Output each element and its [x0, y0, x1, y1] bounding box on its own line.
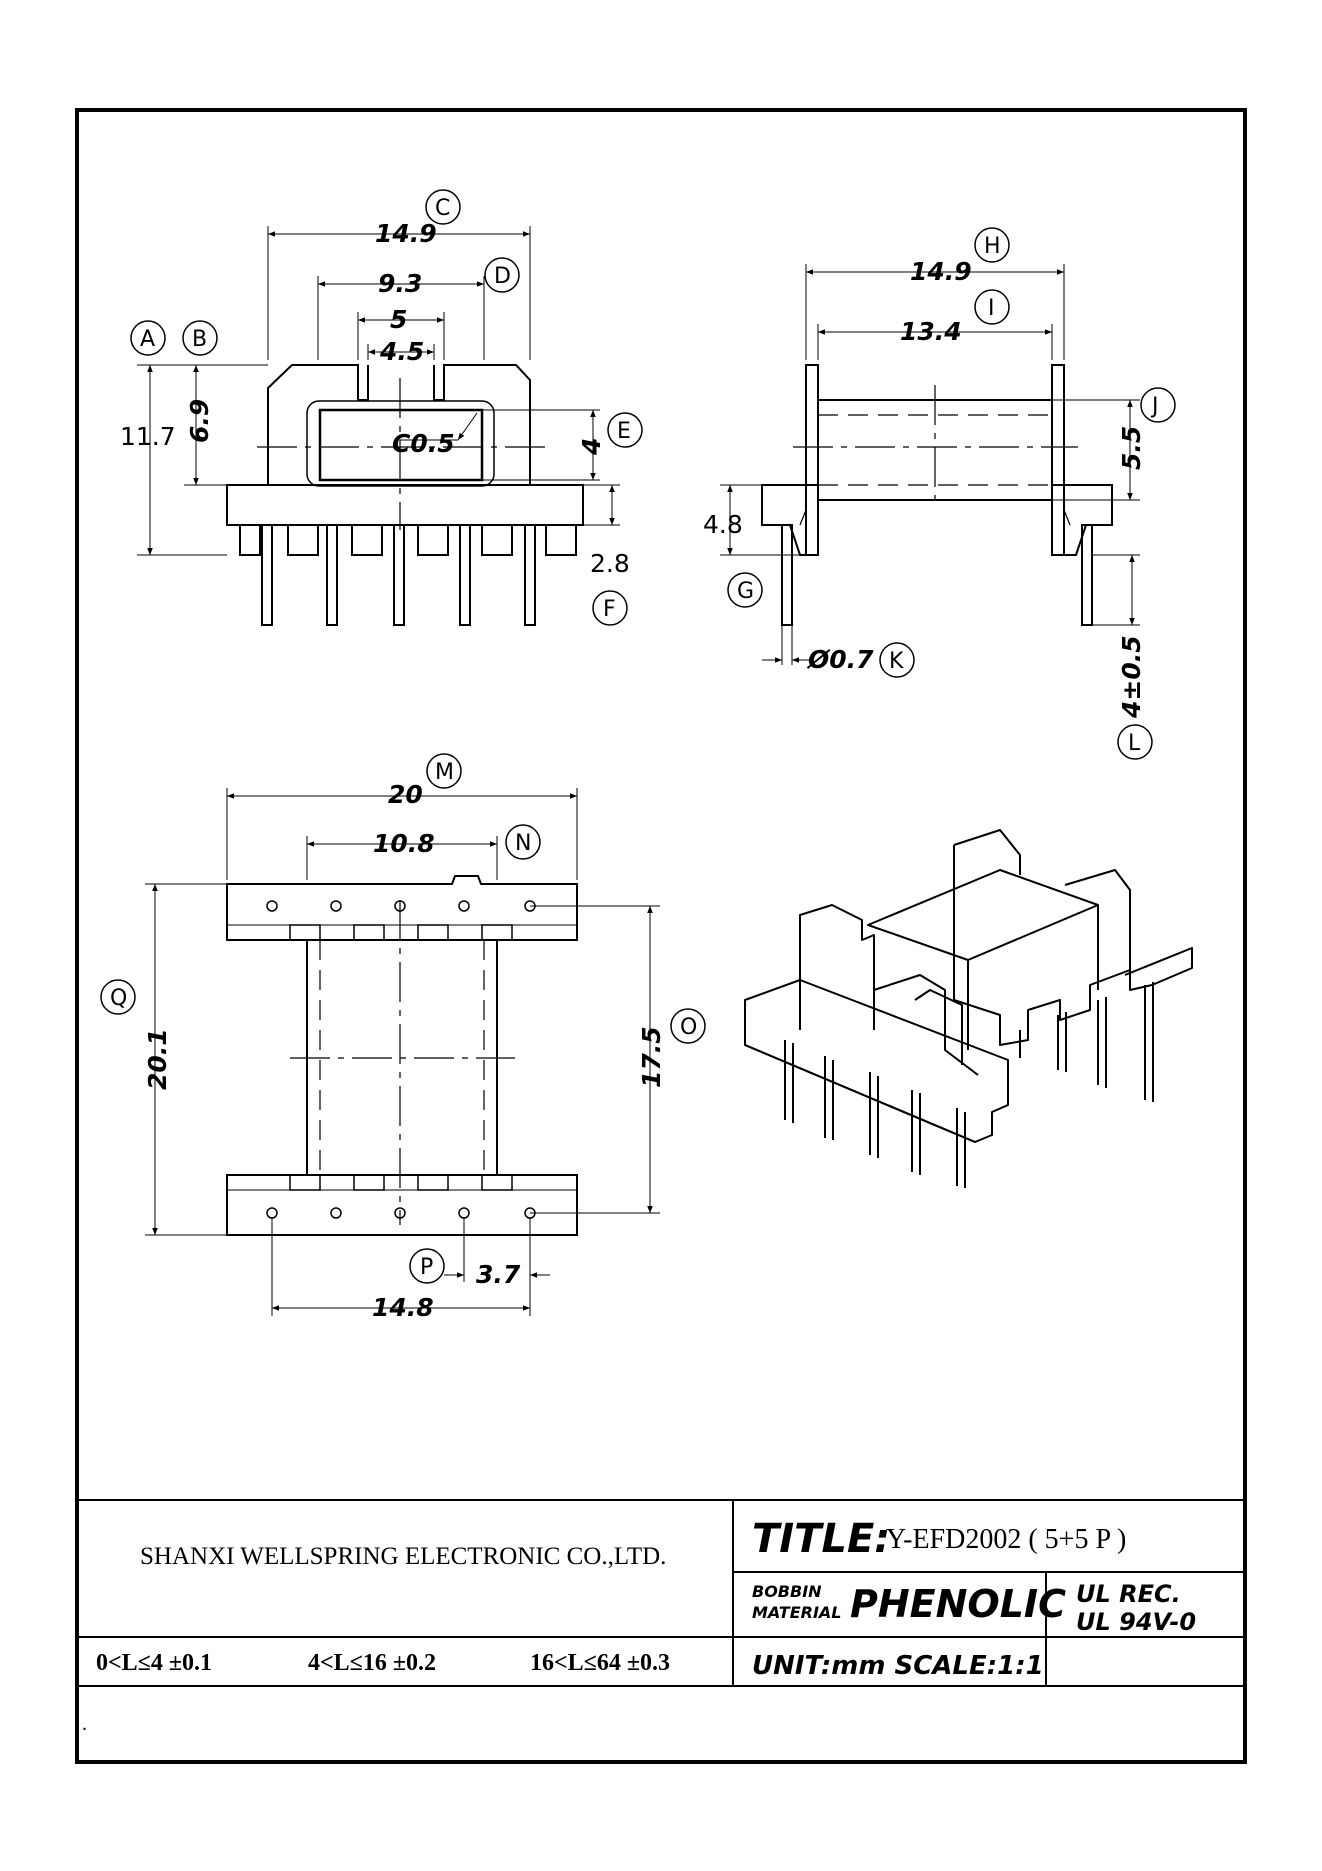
dim-m: 20 — [388, 780, 423, 809]
side-dimensions — [720, 264, 1140, 665]
dim-n: 10.8 — [373, 829, 435, 858]
balloon-c: C — [435, 196, 450, 221]
dim-f: 2.8 — [590, 549, 630, 578]
dim-k: Ø0.7 — [806, 645, 874, 674]
dim-o: 17.5 — [637, 1026, 666, 1088]
bobbin-label-1: BOBBIN — [752, 1582, 822, 1601]
dim-l: 4±0.5 — [1117, 635, 1146, 719]
balloon-n: N — [515, 831, 531, 856]
tolerance-2: 4<L≤16 ±0.2 — [308, 1650, 436, 1676]
dim-i: 13.4 — [900, 317, 962, 346]
balloon-j: J — [1150, 394, 1159, 419]
balloon-e: E — [617, 419, 631, 444]
balloon-p: P — [420, 1255, 433, 1280]
front-dim-labels: 14.9 9.3 5 4.5 11.7 6.9 C0.5 4 2.8 — [120, 219, 630, 578]
bobbin-label-2: MATERIAL — [752, 1603, 841, 1622]
bottom-dim-labels: 20 10.8 20.1 17.5 3.7 14.8 — [143, 780, 666, 1322]
title-value: Y-EFD2002 ( 5+5 P ) — [886, 1524, 1126, 1555]
company-name: SHANXI WELLSPRING ELECTRONIC CO.,LTD. — [140, 1543, 666, 1570]
dim-j: 5.5 — [1117, 426, 1146, 470]
balloon-h: H — [984, 234, 1001, 259]
balloon-a: A — [140, 327, 155, 352]
dim-4-8: 4.8 — [703, 510, 743, 539]
dim-h: 14.9 — [910, 257, 972, 286]
balloon-f: F — [603, 597, 616, 622]
balloon-g: G — [737, 579, 754, 604]
ul-94v0: UL 94V-0 — [1076, 1608, 1196, 1636]
dim-chamfer: C0.5 — [392, 429, 455, 458]
dim-14-8: 14.8 — [372, 1293, 434, 1322]
dim-4-5: 4.5 — [379, 337, 424, 366]
bottom-view — [226, 875, 578, 1236]
balloon-d: D — [494, 264, 511, 289]
ul-rec: UL REC. — [1076, 1580, 1181, 1608]
sheet-border — [75, 108, 1247, 1764]
balloon-o: O — [680, 1015, 697, 1040]
bottom-balloons — [100, 753, 706, 1284]
side-balloons — [727, 227, 1176, 760]
tolerance-1: 0<L≤4 ±0.1 — [96, 1650, 212, 1676]
balloon-b: B — [192, 327, 207, 352]
unit-scale: UNIT:mm SCALE:1:1 — [752, 1651, 1044, 1681]
material-value: PHENOLIC — [850, 1582, 1066, 1626]
balloon-m: M — [435, 760, 454, 785]
tolerance-3: 16<L≤64 ±0.3 — [530, 1650, 670, 1676]
front-dimensions — [137, 226, 620, 556]
side-view — [761, 364, 1113, 626]
balloon-l: L — [1128, 731, 1141, 756]
dim-p: 3.7 — [476, 1260, 521, 1289]
dim-q: 20.1 — [143, 1028, 172, 1090]
title-label: TITLE: — [752, 1516, 890, 1562]
dim-5: 5 — [390, 305, 407, 334]
front-balloon-letters: A B C D E F — [140, 196, 631, 622]
bottom-balloon-letters: M N Q O P — [110, 760, 697, 1280]
dim-e: 4 — [577, 438, 606, 456]
isometric-view — [744, 829, 1193, 1188]
front-view — [226, 364, 584, 626]
dim-6-9: 6.9 — [185, 399, 214, 443]
dim-d: 9.3 — [378, 269, 422, 298]
bottom-dimensions — [145, 788, 660, 1316]
note-mark: . — [82, 1713, 87, 1735]
title-block-text: SHANXI WELLSPRING ELECTRONIC CO.,LTD. TI… — [82, 1516, 1196, 1735]
dim-11-7: 11.7 — [120, 422, 176, 451]
side-balloon-letters: H I J G K L — [737, 234, 1159, 756]
title-block — [77, 1499, 1245, 1687]
balloon-k: K — [889, 649, 904, 674]
front-balloons — [130, 189, 643, 626]
balloon-q: Q — [110, 986, 127, 1011]
side-dim-labels: 14.9 13.4 5.5 4.8 Ø0.7 4±0.5 — [703, 257, 1146, 719]
balloon-i: I — [988, 296, 995, 321]
dim-c: 14.9 — [375, 219, 437, 248]
